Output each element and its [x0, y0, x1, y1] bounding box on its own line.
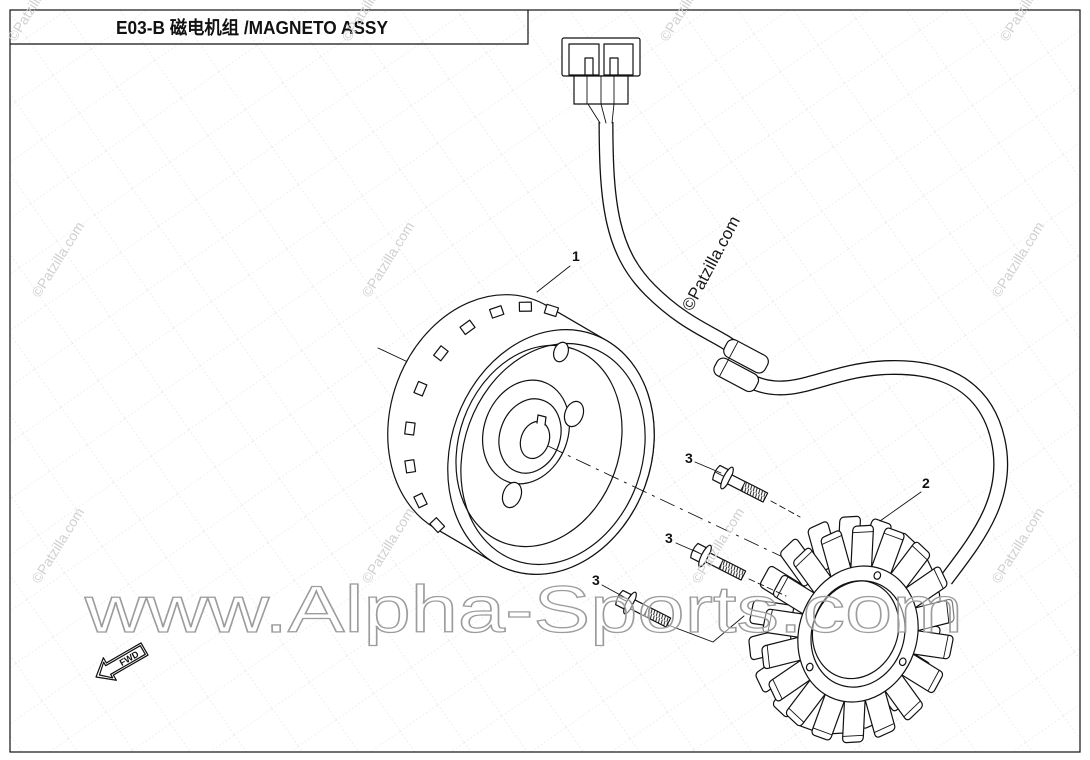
stator-coil-tooth [851, 525, 874, 573]
tooth-pole-edge [874, 724, 894, 733]
tooth-pole-edge [912, 546, 927, 560]
tooth-pole-edge [946, 600, 948, 623]
callout-number: 3 [685, 450, 693, 466]
callout-leader [675, 542, 700, 554]
harness-wire [587, 103, 601, 124]
arrow-inner-outline [98, 645, 146, 679]
tooth-pole-edge [822, 535, 842, 544]
tooth-pole-edge [768, 610, 773, 633]
tooth-pole-edge [934, 569, 943, 589]
harness-tube-lower-inner [745, 361, 1007, 584]
callout-stator: 2 [879, 475, 930, 522]
callout-leader [694, 461, 722, 474]
tooth-pole-edge [843, 735, 864, 736]
tooth-pole-edge [904, 701, 921, 717]
callout-bolt: 3 [685, 450, 722, 474]
rotor-magnets [404, 301, 560, 534]
title-box [10, 10, 529, 45]
stator-coil-tooth [911, 599, 955, 632]
flywheel-rotor [387, 294, 655, 575]
stator-front-layer [732, 498, 984, 760]
tooth-pole-edge [777, 577, 788, 598]
diagram-title: E03-B 磁电机组 /MAGNETO ASSY [116, 17, 388, 38]
callout-number: 3 [592, 572, 600, 588]
rotor-hole [563, 400, 585, 428]
callout-flywheel: 1 [536, 248, 580, 293]
callout-bolt: 3 [592, 572, 625, 598]
harness-tube-upper-inner [599, 121, 741, 355]
harness-wire [600, 103, 607, 124]
bolt-alignment-line [748, 578, 787, 597]
stator-coil-tooth [820, 530, 852, 582]
tooth-pole-edge [928, 670, 939, 691]
rotor-magnet [459, 319, 476, 336]
wire-harness [587, 103, 1009, 585]
stator-bolt [712, 464, 769, 503]
callout-bolt: 3 [665, 530, 700, 554]
tooth-pole-edge [944, 635, 949, 658]
flywheel-axis-line [377, 347, 411, 364]
rotor-magnet [433, 345, 449, 362]
connector-latch [609, 57, 619, 76]
rotor-magnet [488, 305, 505, 319]
stator-bolt [690, 542, 747, 581]
bolt-alignment-line [770, 500, 801, 518]
rotor-magnet [404, 421, 416, 436]
bolt-thread [718, 559, 747, 581]
connector-latch [584, 57, 594, 76]
tooth-pole-edge [853, 532, 874, 533]
forward-direction-arrow: FWD [95, 642, 149, 681]
rotor-magnet [413, 380, 428, 397]
rotor-magnet [429, 517, 446, 534]
bolt-alignment-line [667, 615, 745, 643]
callout-number: 3 [665, 530, 673, 546]
rotor-hole [552, 341, 570, 363]
rotor-magnet [543, 303, 560, 318]
tooth-pole-edge [884, 533, 903, 540]
grommet-edge [719, 341, 739, 377]
stator-mount-hole [898, 657, 907, 666]
bolt-thread [740, 481, 769, 503]
tooth-pole-edge [789, 708, 804, 722]
stator-bore-inner-edge [799, 569, 913, 691]
arrow-outline [95, 642, 149, 681]
flywheel-cup-floor-edge [455, 344, 623, 548]
harness-grommet [713, 338, 769, 393]
rotor-magnet [518, 301, 533, 312]
rotor-hole [501, 481, 523, 509]
stator-mount-hole [873, 571, 882, 580]
tooth-pole-edge [796, 551, 813, 567]
harness-wire [611, 103, 615, 124]
site-watermark: www.Alpha-Sports.com [84, 572, 963, 646]
stator-coil-tooth [768, 658, 814, 703]
keyway-notch [536, 414, 547, 426]
stator-mount-hole [805, 662, 814, 671]
tooth-pole-edge [813, 728, 832, 735]
tooth-pole-edge [773, 679, 782, 699]
callout-leader [536, 265, 571, 293]
callout-leader [879, 491, 922, 522]
connector-socket-left [568, 43, 600, 76]
callout-leader [601, 584, 625, 598]
rotor-magnet [413, 492, 428, 509]
stator-core-front [779, 549, 937, 719]
callout-number: 1 [572, 248, 580, 264]
rotor-magnet [404, 459, 417, 474]
tooth-pole-edge [767, 645, 769, 668]
bolt-thread [643, 606, 672, 628]
callout-number: 2 [922, 475, 930, 491]
drawing-frame [9, 9, 1081, 753]
stator-bolt [615, 589, 672, 628]
wire-connector [561, 37, 641, 105]
stator-coil [719, 489, 984, 760]
